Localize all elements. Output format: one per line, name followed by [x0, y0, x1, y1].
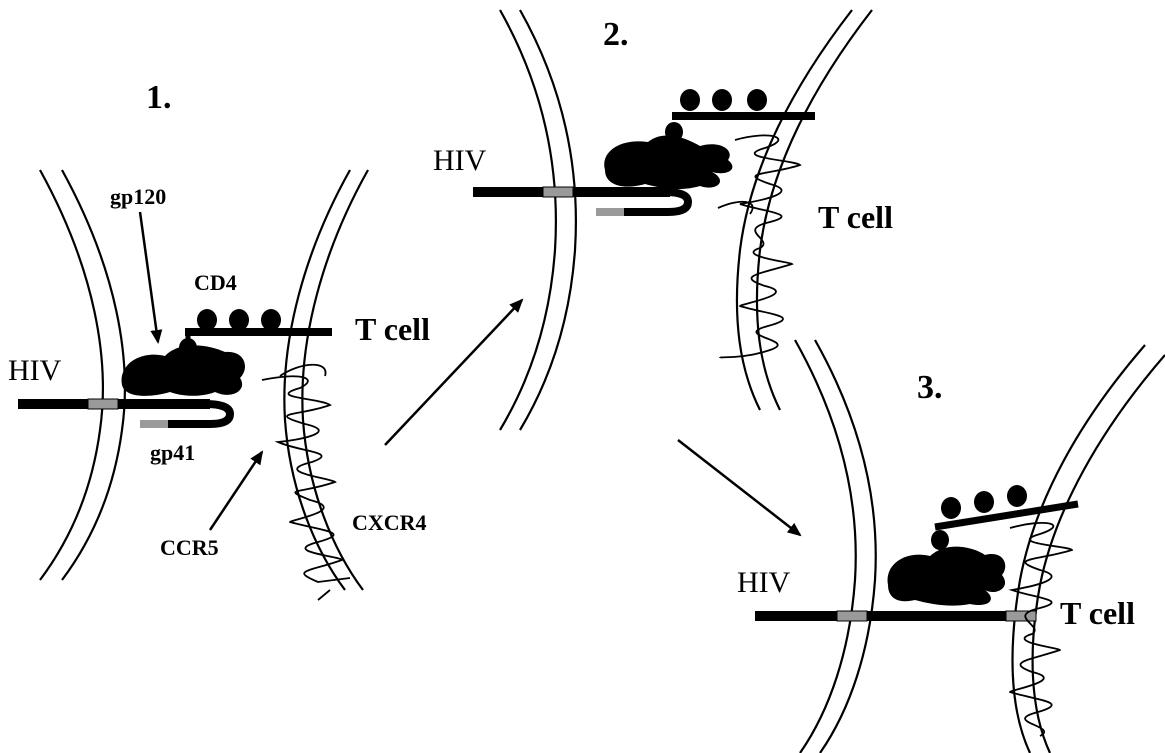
- tcell-label-3: T cell: [1060, 595, 1135, 631]
- gp120-shape-2: [604, 135, 732, 189]
- cxcr4-label: CXCR4: [352, 510, 427, 535]
- tcell-membrane-3: [1013, 345, 1165, 753]
- tcell-label-1: T cell: [355, 311, 430, 347]
- hiv-label-3: HIV: [737, 566, 791, 599]
- gp120-shape-3: [888, 547, 1006, 606]
- step-3-label: 3.: [917, 369, 943, 406]
- ccr5-label: CCR5: [160, 535, 219, 560]
- tcell-label-2: T cell: [818, 199, 893, 235]
- panel-3: 3. HIV T cell: [737, 340, 1165, 753]
- gp120-label: gp120: [110, 184, 166, 209]
- cxcr4-coil-1: [262, 376, 350, 582]
- hiv-membrane-3: [795, 340, 876, 753]
- cd4-receptor-3: [931, 485, 1078, 550]
- hiv-label-2: HIV: [433, 144, 487, 177]
- gp120-arrow: [140, 212, 158, 342]
- membrane-anchor-1: [88, 399, 118, 409]
- ccr5-arrow: [210, 452, 262, 530]
- fusion-peptide-1: [140, 420, 168, 428]
- step-arrow-2-to-3: [678, 440, 800, 535]
- gp41-label: gp41: [150, 440, 195, 465]
- cd4-label: CD4: [194, 270, 237, 295]
- panel-2: 2. HIV T cell: [433, 10, 893, 430]
- panel-1: 1. gp120 CD: [8, 79, 430, 600]
- step-2-label: 2.: [603, 16, 629, 53]
- hiv-membrane-2: [500, 10, 576, 430]
- step-1-label: 1.: [146, 79, 172, 116]
- hiv-label-1: HIV: [8, 354, 62, 387]
